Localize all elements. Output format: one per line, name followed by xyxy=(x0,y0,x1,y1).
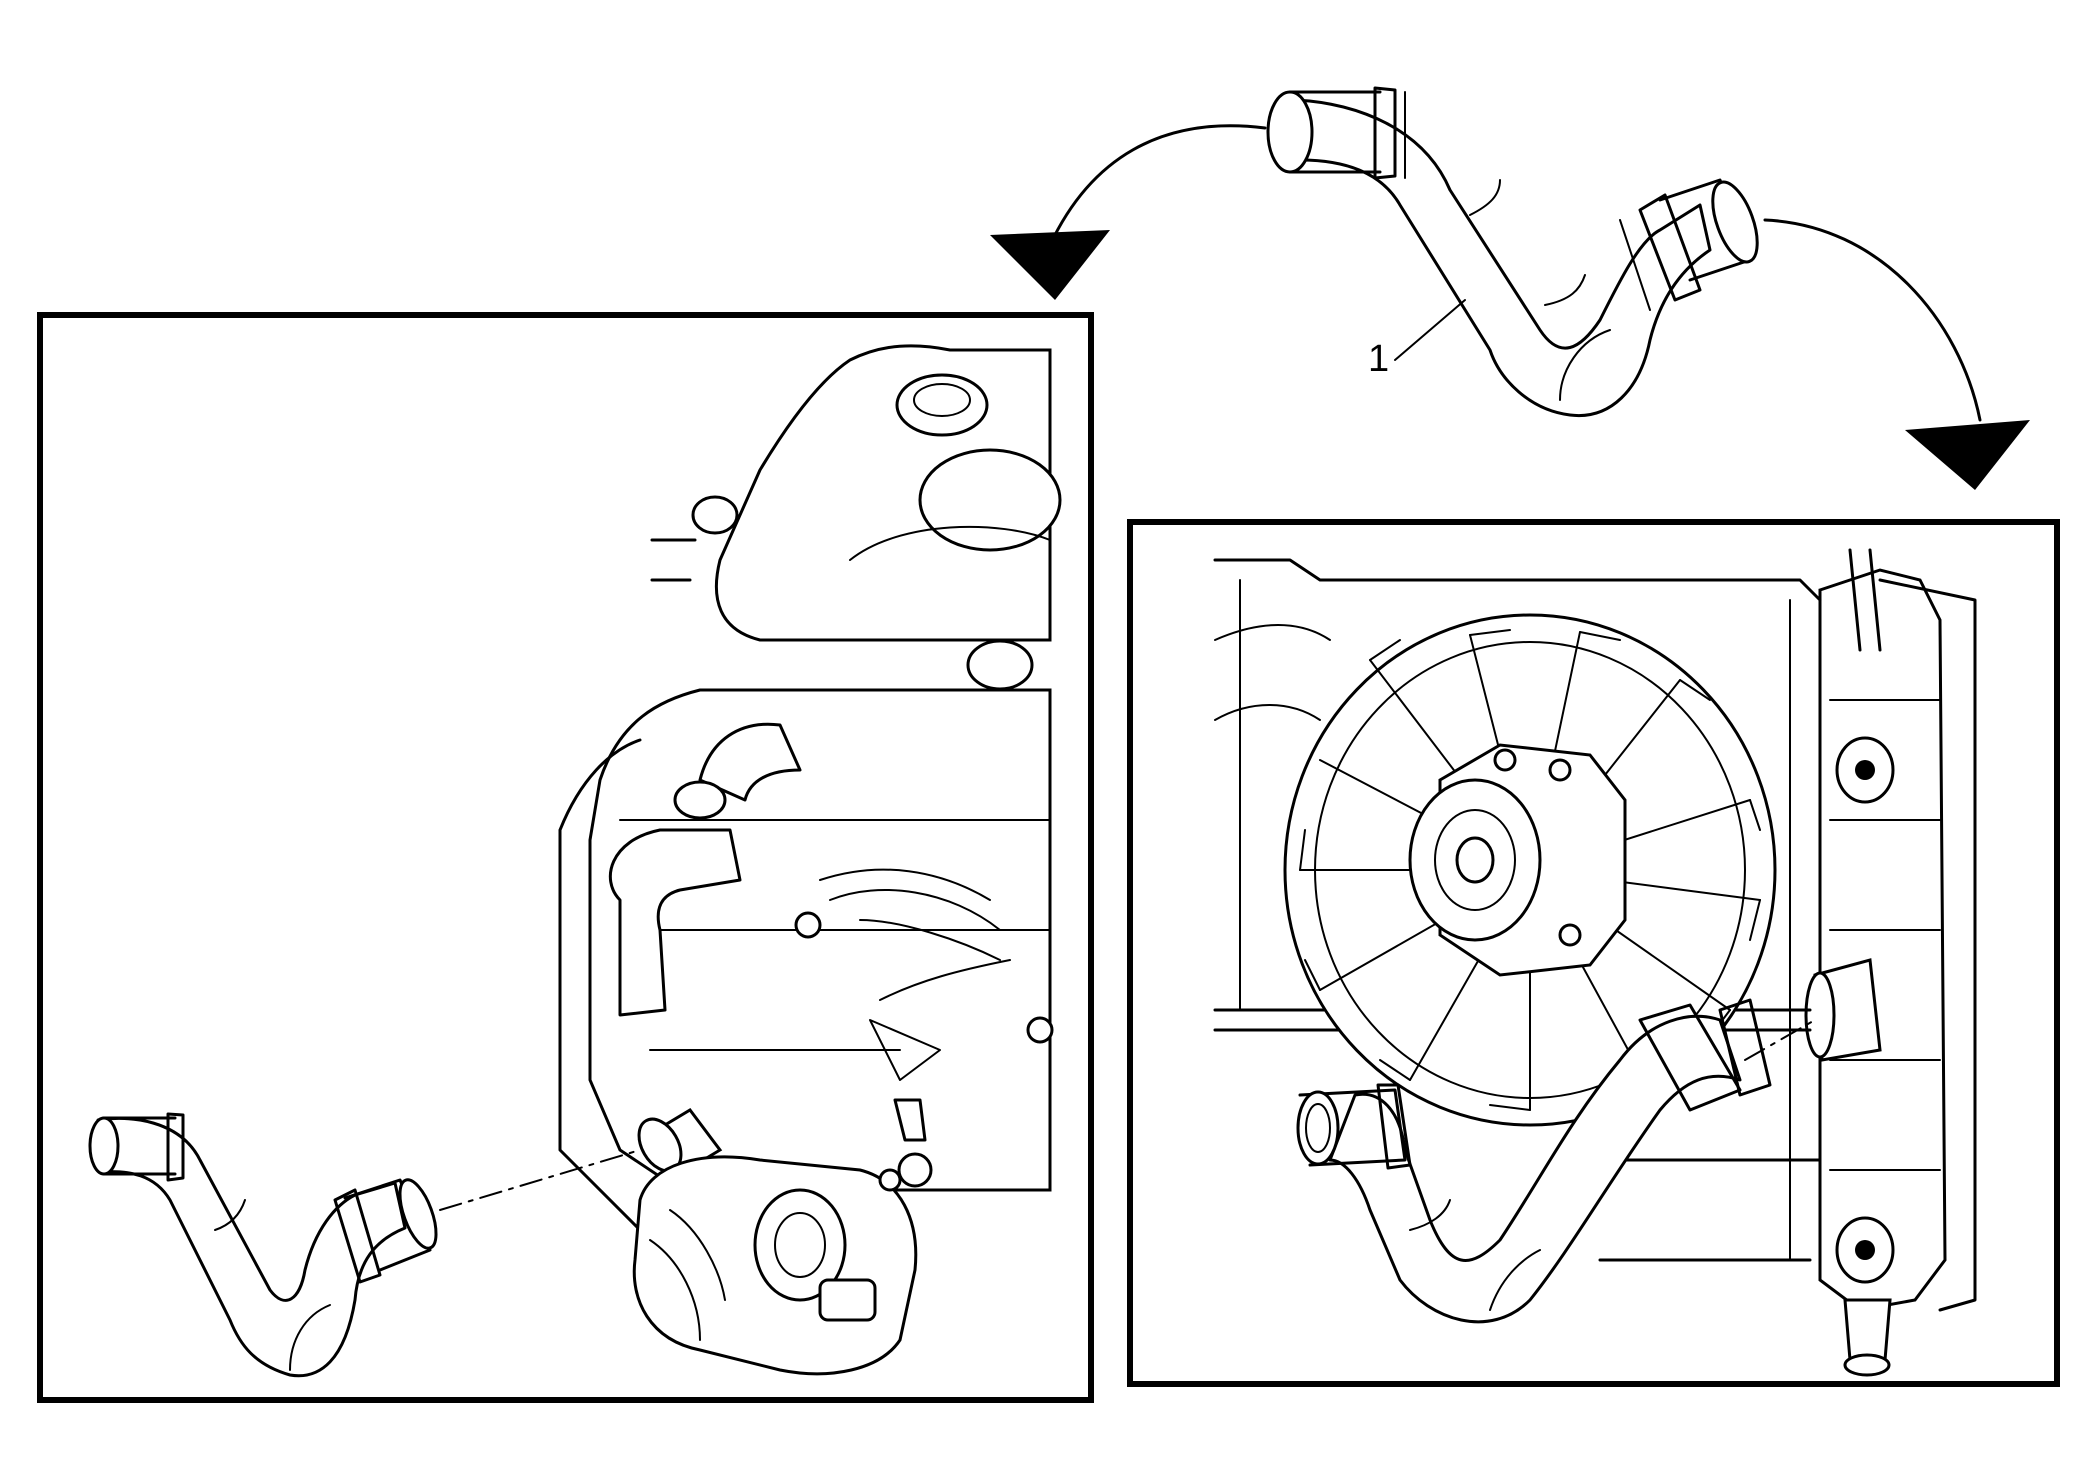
installation-line xyxy=(1744,1019,1816,1061)
callout-leader-line xyxy=(1394,299,1466,361)
radiator-detail-frame xyxy=(1127,519,2060,1387)
cooling-fan-icon xyxy=(1283,613,1777,1127)
radiator-hose-icon xyxy=(1296,998,1772,1324)
curved-arrow-icon xyxy=(1763,218,2030,490)
installation-line xyxy=(439,1149,641,1211)
radiator-hose-icon xyxy=(88,1112,438,1378)
curved-arrow-icon xyxy=(990,124,1267,300)
engine-icon xyxy=(558,344,1062,1376)
radiator-icon xyxy=(1213,548,1977,1377)
callout-label: 1 xyxy=(1368,338,1389,380)
engine-detail-frame xyxy=(37,312,1094,1403)
radiator-hose-icon xyxy=(1266,86,1759,418)
